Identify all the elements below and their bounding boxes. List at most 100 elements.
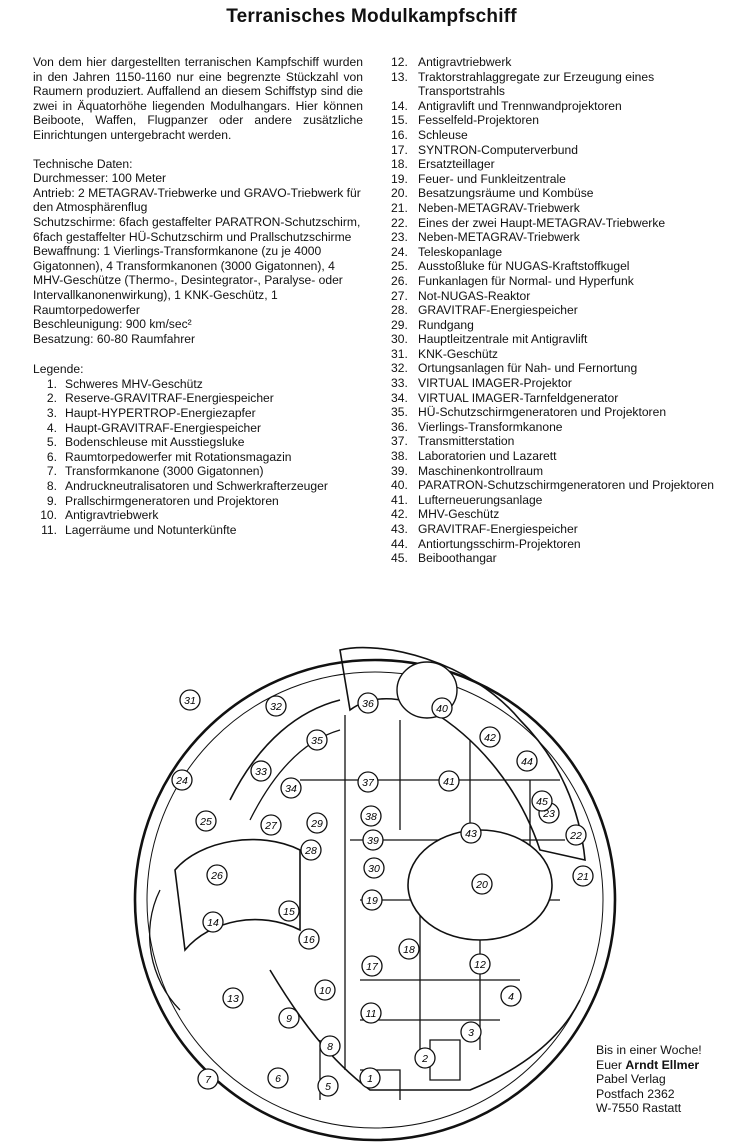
label-number: 25: [199, 816, 212, 828]
legend-number: 42.: [391, 507, 408, 522]
label-number: 26: [210, 870, 223, 882]
legend-text: Schweres MHV-Geschütz: [65, 376, 203, 391]
legend-item: 10.Antigravtriebwerk: [33, 508, 363, 523]
legend-text: Reserve-GRAVITRAF-Energiespeicher: [65, 391, 274, 406]
label-circle: [362, 829, 384, 851]
diagram-label-10: 10: [314, 979, 336, 1001]
label-number: 6: [275, 1073, 281, 1085]
legend-item: 45.Beiboothangar: [391, 551, 731, 566]
legend-number: 35.: [391, 405, 408, 420]
legend-item: 1. Schweres MHV-Geschütz: [33, 377, 363, 392]
legend-item: 43.GRAVITRAF-Energiespeicher: [391, 522, 731, 537]
legend-number: 43.: [391, 522, 408, 536]
diagram-label-11: 11: [360, 1002, 382, 1024]
legend-number: 30.: [391, 332, 408, 347]
legend-text: Not-NUGAS-Reaktor: [418, 288, 531, 303]
diagram-label-36: 36: [357, 692, 379, 714]
label-number: 44: [521, 756, 533, 768]
legend-item: 8.Andruckneutralisatoren und Schwerkraft…: [33, 479, 363, 494]
label-number: 16: [303, 934, 315, 946]
postal-box: Postfach 2362: [596, 1086, 675, 1101]
legend-number: 26.: [391, 273, 408, 288]
legend-text: Transmitterstation: [418, 434, 515, 449]
legend-number: 13.: [391, 69, 408, 84]
tech-line: Antrieb: 2 METAGRAV-Triebwerke und GRAVO…: [33, 185, 361, 215]
legend-text: VIRTUAL IMAGER-Tarnfeldgenerator: [418, 390, 619, 405]
label-number: 2: [421, 1053, 428, 1065]
label-number: 36: [362, 698, 374, 710]
legend-item: 27. Not-NUGAS-Reaktor: [391, 289, 731, 304]
legend-text: Eines der zwei Haupt-METAGRAV-Triebwerke: [418, 215, 666, 230]
label-circle: [438, 770, 460, 792]
label-circle: [306, 729, 328, 751]
tech-line: Bewaffnung: 1 Vierlings-Transformkanone …: [33, 244, 343, 317]
label-number: 40: [436, 703, 448, 715]
legend-text: Lufterneuerungsanlage: [418, 492, 543, 507]
diagram-label-42: 42: [479, 726, 501, 748]
legend-item: 11.Lagerräume und Notunterkünfte: [33, 523, 363, 538]
diagram-label-30: 30: [363, 857, 385, 879]
label-circle: [298, 928, 320, 950]
label-number: 9: [286, 1013, 292, 1025]
label-number: 1: [367, 1073, 373, 1085]
label-circle: [471, 873, 493, 895]
label-number: 24: [175, 775, 188, 787]
legend-item: 13.Traktorstrahlaggregate zur Erzeugung …: [391, 70, 731, 99]
legend-text: Schleuse: [418, 127, 468, 142]
legend-text: HÜ-Schutzschirmgeneratoren und Projektor…: [418, 405, 667, 420]
label-circle: [359, 1067, 381, 1089]
label-circle: [572, 865, 594, 887]
diagram-label-17: 17: [361, 955, 383, 977]
legend-number: 27.: [391, 288, 408, 303]
label-circle: [179, 689, 201, 711]
label-number: 45: [536, 796, 548, 808]
label-number: 11: [366, 1008, 377, 1020]
legend-number: 28.: [391, 303, 408, 318]
diagram-label-18: 18: [398, 938, 420, 960]
upper-left-band: [229, 699, 341, 801]
legend-number: 19.: [391, 171, 408, 186]
legend-item: 25.Ausstoßluke für NUGAS-Kraftstoffkugel: [391, 259, 731, 274]
diagram-label-21: 21: [572, 865, 594, 887]
label-number: 32: [270, 701, 282, 713]
legend-number: 41.: [391, 492, 408, 507]
label-number: 22: [569, 830, 582, 842]
legend-item: 15.Fesselfeld-Projektoren: [391, 113, 731, 128]
legend-item: 34. VIRTUAL IMAGER-Tarnfeldgenerator: [391, 391, 731, 406]
legend-number: 1.: [46, 376, 57, 391]
legend-item: 42. MHV-Geschütz: [391, 507, 731, 522]
legend-item: 28.GRAVITRAF-Energiespeicher: [391, 303, 731, 318]
legend-text: Besatzungsräume und Kombüse: [418, 186, 594, 201]
label-number: 15: [283, 906, 295, 918]
label-circle: [516, 750, 538, 772]
diagram-label-layer: 1234567891011121314151617181920212223242…: [171, 689, 594, 1097]
legend-item: 40.PARATRON-Schutzschirmgeneratoren und …: [391, 478, 731, 493]
legend-text: Maschinenkontrollraum: [418, 463, 544, 478]
legend-number: 5.: [46, 435, 57, 450]
label-circle: [306, 812, 328, 834]
diagram-label-9: 9: [278, 1007, 300, 1029]
label-number: 42: [484, 732, 496, 744]
legend-text: MHV-Geschütz: [418, 507, 500, 522]
diagram-label-41: 41: [438, 770, 460, 792]
legend-text: KNK-Geschütz: [418, 346, 498, 361]
label-number: 41: [443, 776, 455, 788]
label-circle: [361, 889, 383, 911]
diagram-label-35: 35: [306, 729, 328, 751]
legend-number: 33.: [391, 376, 408, 391]
label-number: 17: [366, 961, 379, 973]
diagram-label-14: 14: [202, 911, 224, 933]
legend-number: 34.: [391, 390, 408, 405]
label-number: 7: [205, 1074, 212, 1086]
diagram-label-33: 33: [250, 760, 272, 782]
legend-number: 9.: [46, 493, 57, 508]
legend-heading: Legende:: [33, 362, 84, 377]
legend-item: 5.Bodenschleuse mit Ausstiegsluke: [33, 435, 363, 450]
legend-item: 36.Vierlings-Transformkanone: [391, 420, 731, 435]
legend-item: 12.Antigravtriebwerk: [391, 55, 731, 70]
diagram-label-22: 22: [565, 824, 587, 846]
diagram-label-34: 34: [280, 777, 302, 799]
legend-text: Antiortungsschirm-Projektoren: [418, 536, 581, 551]
label-circle: [197, 1068, 219, 1090]
